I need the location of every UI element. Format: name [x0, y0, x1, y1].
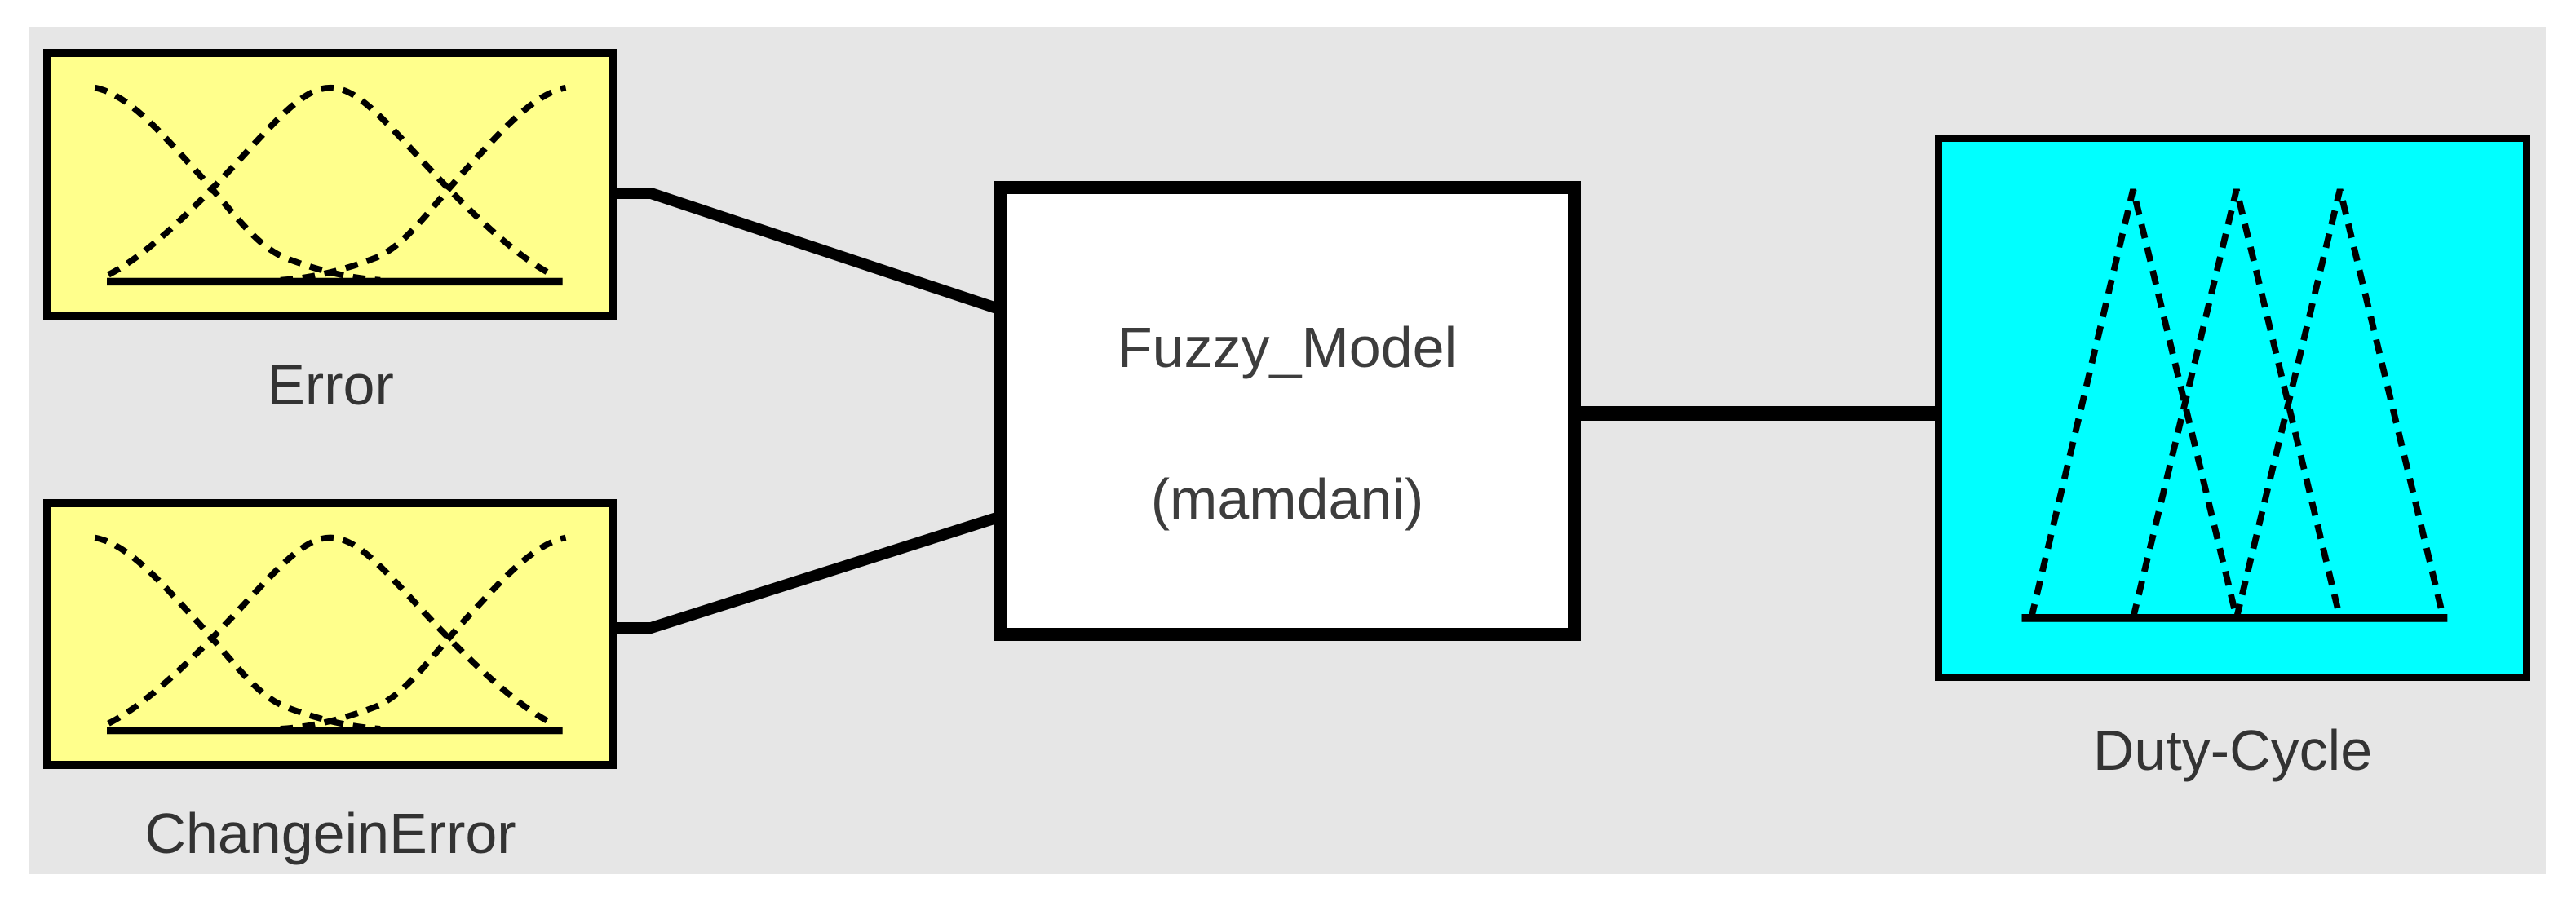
triangular-mf-curves-icon — [2021, 188, 2448, 622]
wire-changeinerror-to-model — [608, 510, 1004, 634]
fuzzy-model-title: Fuzzy_Model — [1117, 316, 1458, 379]
fuzzy-model-subtitle: (mamdani) — [1150, 467, 1424, 531]
input-variable-label-changeinerror: ChangeinError — [144, 802, 516, 865]
fuzzy-model-block[interactable] — [994, 181, 1581, 641]
gaussian-mf-curves-icon — [94, 534, 567, 735]
wire-error-to-model — [608, 188, 1004, 316]
input-variable-box-error[interactable] — [43, 49, 617, 320]
output-variable-label-dutycycle: Duty-Cycle — [2092, 718, 2373, 782]
input-variable-label-error: Error — [267, 353, 394, 417]
output-variable-box-dutycycle[interactable] — [1935, 135, 2530, 681]
input-variable-box-changeinerror[interactable] — [43, 499, 617, 769]
gaussian-mf-curves-icon — [94, 84, 567, 286]
